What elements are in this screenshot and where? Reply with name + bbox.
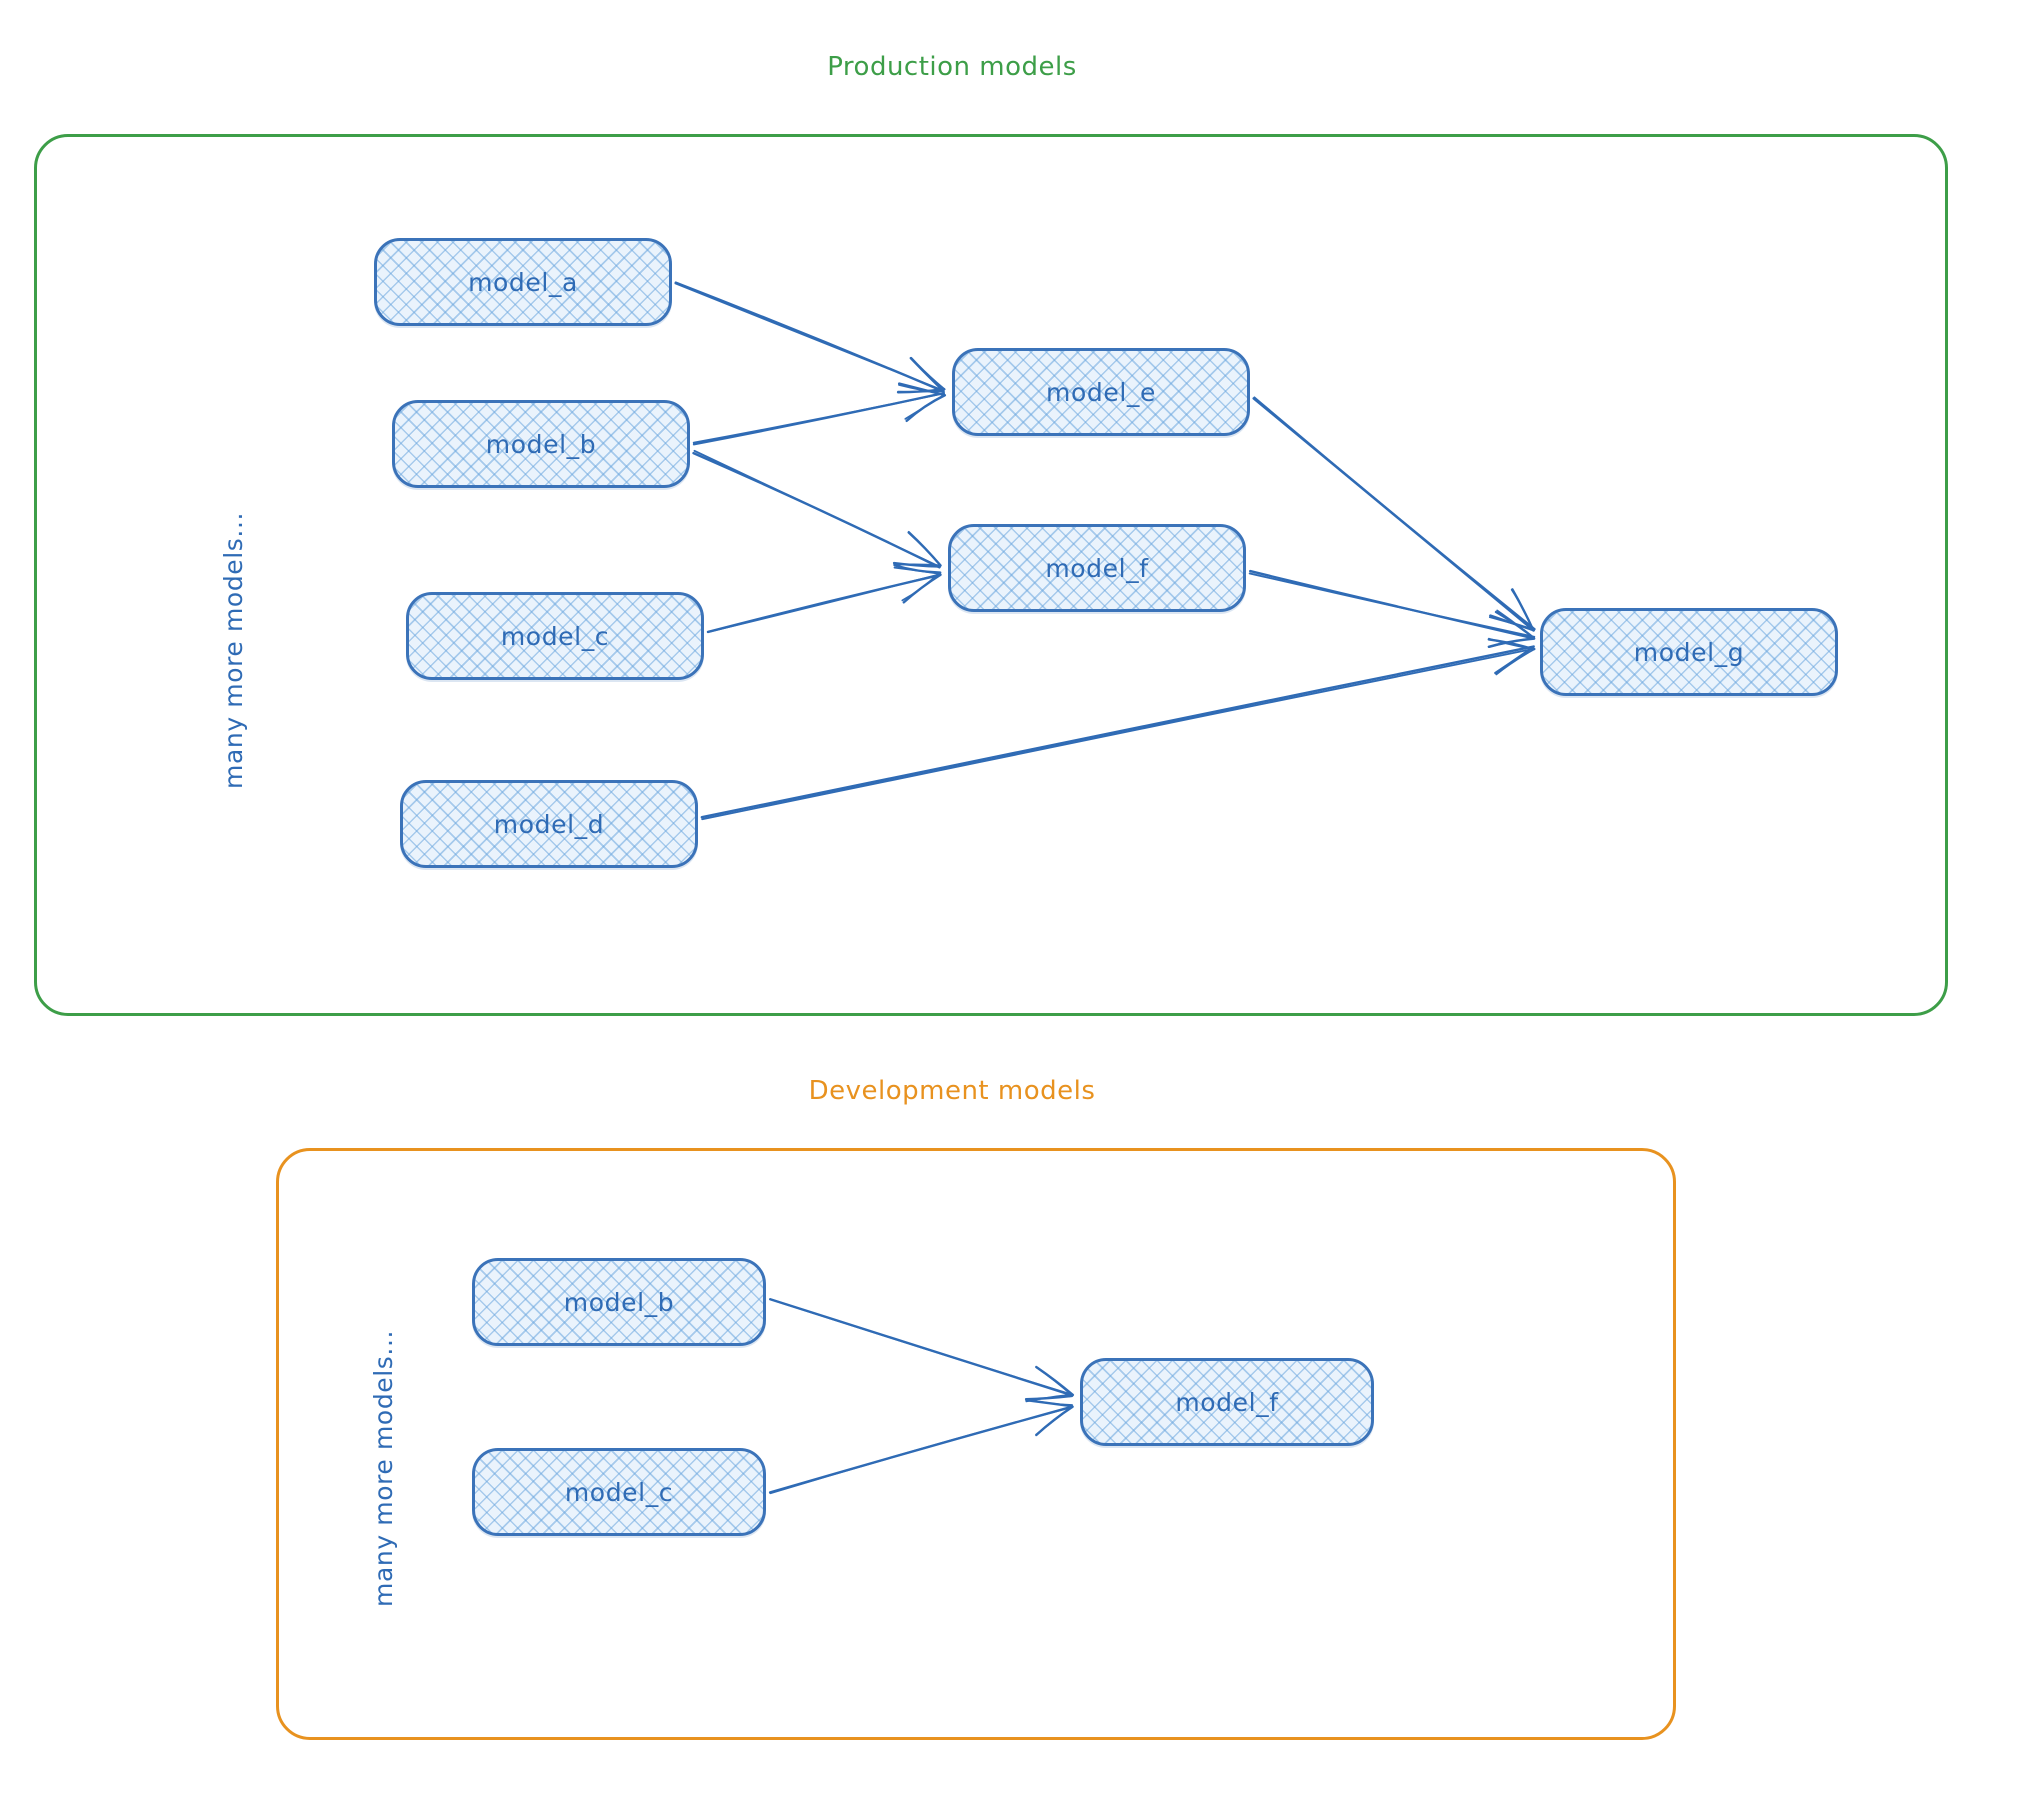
node-dev-model-f[interactable]: model_f xyxy=(1080,1358,1374,1446)
edge-prod-model-f-to-prod-model-g xyxy=(1248,569,1536,649)
node-prod-model-a[interactable]: model_a xyxy=(374,238,672,326)
development-group-title: Development models xyxy=(808,1076,1096,1106)
edge-prod-model-a-to-prod-model-e xyxy=(674,281,946,394)
edge-prod-model-b-to-prod-model-f xyxy=(692,449,942,569)
edge-dev-model-c-to-dev-model-f xyxy=(768,1398,1074,1495)
node-label: model_a xyxy=(468,267,578,297)
node-prod-model-c[interactable]: model_c xyxy=(406,592,704,680)
node-label: model_c xyxy=(564,1477,674,1507)
node-label: model_d xyxy=(493,809,605,839)
node-label: model_c xyxy=(500,621,610,651)
node-label: model_e xyxy=(1046,377,1156,407)
node-label: model_g xyxy=(1633,637,1745,667)
production-group-title: Production models xyxy=(827,52,1077,82)
node-label: model_b xyxy=(563,1287,675,1317)
edge-prod-model-b-to-prod-model-e xyxy=(692,382,947,446)
node-label: model_b xyxy=(485,429,597,459)
node-label: model_f xyxy=(1045,553,1149,583)
node-prod-model-g[interactable]: model_g xyxy=(1540,608,1838,696)
node-prod-model-e[interactable]: model_e xyxy=(952,348,1250,436)
development-group-container xyxy=(276,1148,1676,1740)
edge-prod-model-c-to-prod-model-f xyxy=(706,564,942,634)
production-group-container xyxy=(34,134,1948,1016)
node-prod-model-f[interactable]: model_f xyxy=(948,524,1246,612)
node-dev-model-b[interactable]: model_b xyxy=(472,1258,766,1346)
node-label: model_f xyxy=(1175,1387,1279,1417)
node-prod-model-d[interactable]: model_d xyxy=(400,780,698,868)
node-dev-model-c[interactable]: model_c xyxy=(472,1448,766,1536)
edge-dev-model-b-to-dev-model-f xyxy=(769,1298,1075,1403)
edge-prod-model-e-to-prod-model-g xyxy=(1252,396,1536,632)
node-prod-model-b[interactable]: model_b xyxy=(392,400,690,488)
edge-prod-model-d-to-prod-model-g xyxy=(700,637,1536,821)
